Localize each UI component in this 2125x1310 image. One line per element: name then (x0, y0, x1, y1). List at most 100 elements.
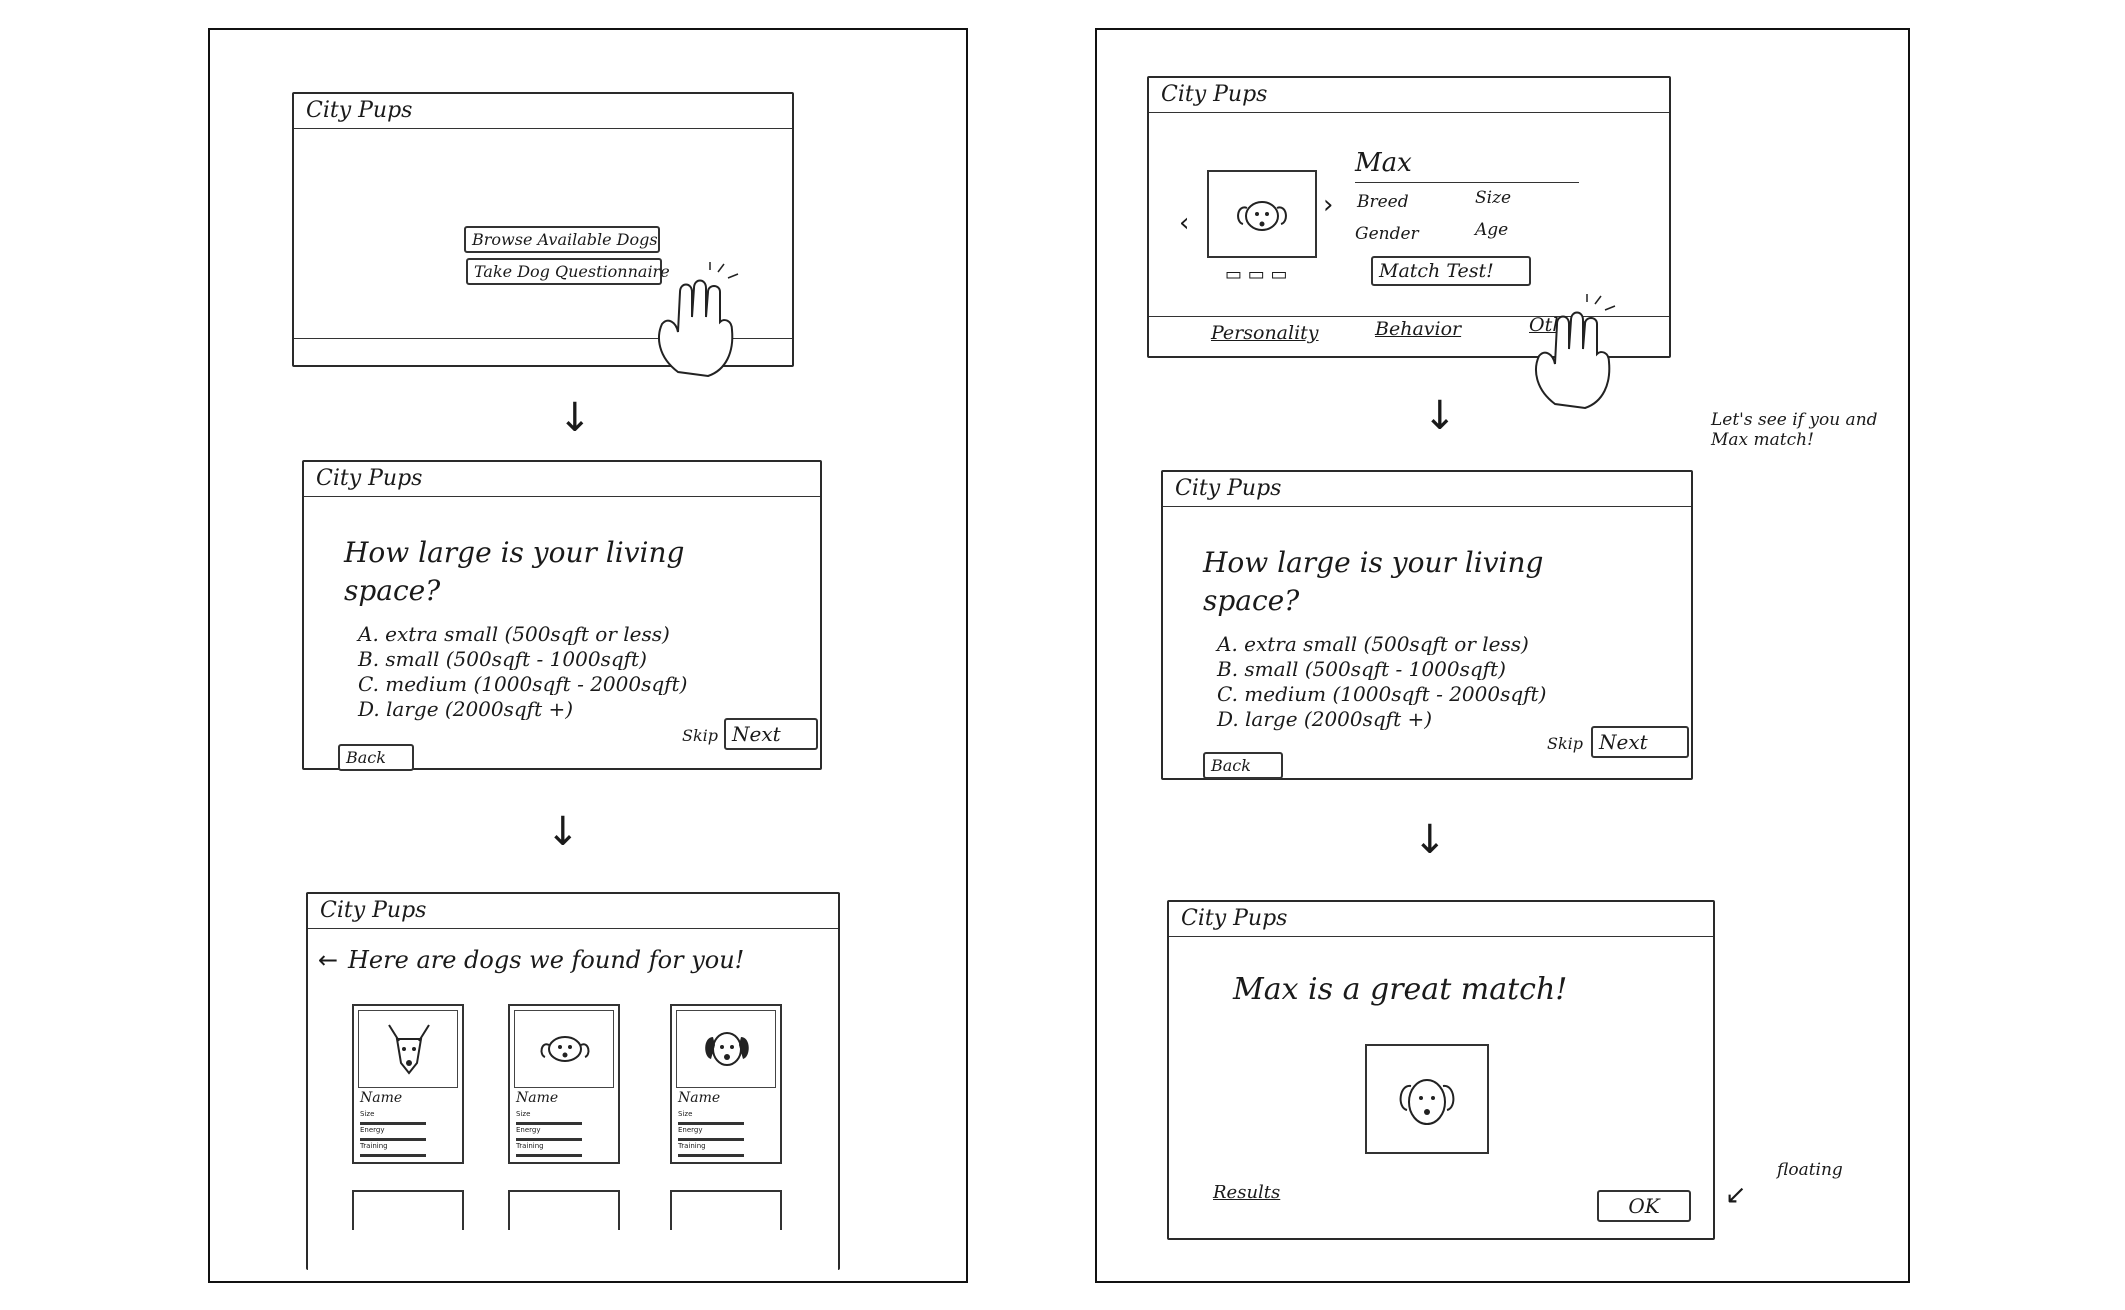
hand-cursor-icon (1525, 294, 1635, 414)
header-divider (1163, 506, 1691, 507)
dog-name: Name (360, 1090, 402, 1106)
energy-label: Energy (360, 1126, 385, 1134)
answer-option-a[interactable]: A. extra small (500sqft or less) (1217, 632, 1546, 657)
dog-card-partial[interactable] (508, 1190, 620, 1230)
next-button[interactable]: Next (1591, 726, 1689, 758)
answer-option-b[interactable]: B. small (500sqft - 1000sqft) (358, 647, 687, 672)
header-divider (1149, 112, 1669, 113)
size-bar (678, 1122, 744, 1125)
size-label: Size (678, 1110, 692, 1118)
brand-title: City Pups (1161, 82, 1267, 107)
hand-cursor-icon (648, 262, 758, 382)
age-label: Age (1475, 220, 1508, 240)
answer-option-c[interactable]: C. medium (1000sqft - 2000sqft) (358, 672, 687, 697)
size-bar (360, 1122, 426, 1125)
training-label: Training (360, 1142, 388, 1150)
match-message: Max is a great match! (1233, 972, 1567, 1007)
question-screen: City Pups How large is your living space… (302, 460, 822, 770)
answer-option-c[interactable]: C. medium (1000sqft - 2000sqft) (1217, 682, 1546, 707)
breed-label: Breed (1357, 192, 1409, 212)
results-screen: City Pups ← Here are dogs we found for y… (306, 892, 840, 1270)
left-storyboard: City Pups Browse Available Dogs Take Dog… (208, 28, 968, 1283)
dog-face-icon (515, 1011, 615, 1083)
dog-photo (358, 1010, 458, 1088)
dog-face-icon (359, 1011, 459, 1083)
dog-card[interactable]: Name Size Energy Training (352, 1004, 464, 1164)
brand-title: City Pups (1181, 906, 1287, 931)
dog-name: Max (1355, 148, 1412, 178)
dog-face-icon (1367, 1046, 1487, 1152)
back-arrow-icon[interactable]: ← (318, 946, 338, 974)
answer-options: A. extra small (500sqft or less) B. smal… (1217, 632, 1546, 732)
dog-photo (1207, 170, 1317, 258)
gender-label: Gender (1355, 224, 1419, 244)
skip-link[interactable]: Skip (1547, 734, 1583, 753)
tab-behavior[interactable]: Behavior (1375, 318, 1461, 340)
size-bar (516, 1122, 582, 1125)
match-result-screen: City Pups Max is a great match! Results … (1167, 900, 1715, 1240)
skip-link[interactable]: Skip (682, 726, 718, 745)
answer-option-b[interactable]: B. small (500sqft - 1000sqft) (1217, 657, 1546, 682)
training-bar (678, 1154, 744, 1157)
next-photo-icon[interactable]: › (1323, 190, 1333, 220)
dog-face-icon (677, 1011, 777, 1083)
energy-label: Energy (678, 1126, 703, 1134)
question-text: How large is your living space? (344, 534, 764, 610)
questionnaire-button[interactable]: Take Dog Questionnaire (466, 258, 662, 285)
answer-option-a[interactable]: A. extra small (500sqft or less) (358, 622, 687, 647)
energy-bar (516, 1138, 582, 1141)
match-test-button[interactable]: Match Test! (1371, 256, 1531, 286)
header-divider (294, 128, 792, 129)
back-button[interactable]: Back (1203, 752, 1283, 779)
dog-card-partial[interactable] (670, 1190, 782, 1230)
flow-arrow-1: ↓ (1423, 396, 1457, 436)
energy-bar (360, 1138, 426, 1141)
energy-label: Energy (516, 1126, 541, 1134)
right-storyboard: City Pups ‹ › ▭ ▭ ▭ Max Breed Size Gende… (1095, 28, 1910, 1283)
dog-face-icon (1209, 172, 1315, 256)
dog-card[interactable]: Name Size Energy Training (670, 1004, 782, 1164)
size-label: Size (360, 1110, 374, 1118)
annotation-floating: floating (1777, 1160, 1843, 1180)
training-bar (360, 1154, 426, 1157)
dog-card[interactable]: Name Size Energy Training (508, 1004, 620, 1164)
dog-name: Name (678, 1090, 720, 1106)
flow-arrow-1: ↓ (558, 398, 592, 438)
energy-bar (678, 1138, 744, 1141)
header-divider (308, 928, 838, 929)
matched-dog-photo (1365, 1044, 1489, 1154)
prev-photo-icon[interactable]: ‹ (1179, 208, 1189, 238)
answer-option-d[interactable]: D. large (2000sqft +) (358, 697, 687, 722)
photo-thumbnails[interactable]: ▭ ▭ ▭ (1225, 264, 1287, 285)
size-label: Size (1475, 188, 1511, 208)
dog-name: Name (516, 1090, 558, 1106)
header-divider (304, 496, 820, 497)
annotation-arrow: ↙ (1725, 1180, 1747, 1210)
flow-arrow-2: ↓ (1413, 820, 1447, 860)
flow-arrow-2: ↓ (546, 812, 580, 852)
training-bar (516, 1154, 582, 1157)
training-label: Training (678, 1142, 706, 1150)
brand-title: City Pups (316, 466, 422, 491)
header-divider (1169, 936, 1713, 937)
back-button[interactable]: Back (338, 744, 414, 771)
results-link[interactable]: Results (1213, 1182, 1280, 1203)
answer-option-d[interactable]: D. large (2000sqft +) (1217, 707, 1546, 732)
tab-personality[interactable]: Personality (1211, 322, 1319, 344)
size-label: Size (516, 1110, 530, 1118)
results-heading: Here are dogs we found for you! (348, 946, 744, 974)
annotation-match: Let's see if you and Max match! (1711, 410, 1911, 450)
question-text: How large is your living space? (1203, 544, 1623, 620)
dog-photo (676, 1010, 776, 1088)
next-button[interactable]: Next (724, 718, 818, 750)
brand-title: City Pups (1175, 476, 1281, 501)
dog-photo (514, 1010, 614, 1088)
training-label: Training (516, 1142, 544, 1150)
brand-title: City Pups (320, 898, 426, 923)
dog-card-partial[interactable] (352, 1190, 464, 1230)
browse-dogs-button[interactable]: Browse Available Dogs (464, 226, 660, 253)
answer-options: A. extra small (500sqft or less) B. smal… (358, 622, 687, 722)
ok-button[interactable]: OK (1597, 1190, 1691, 1222)
question-screen: City Pups How large is your living space… (1161, 470, 1693, 780)
name-underline (1355, 182, 1579, 183)
